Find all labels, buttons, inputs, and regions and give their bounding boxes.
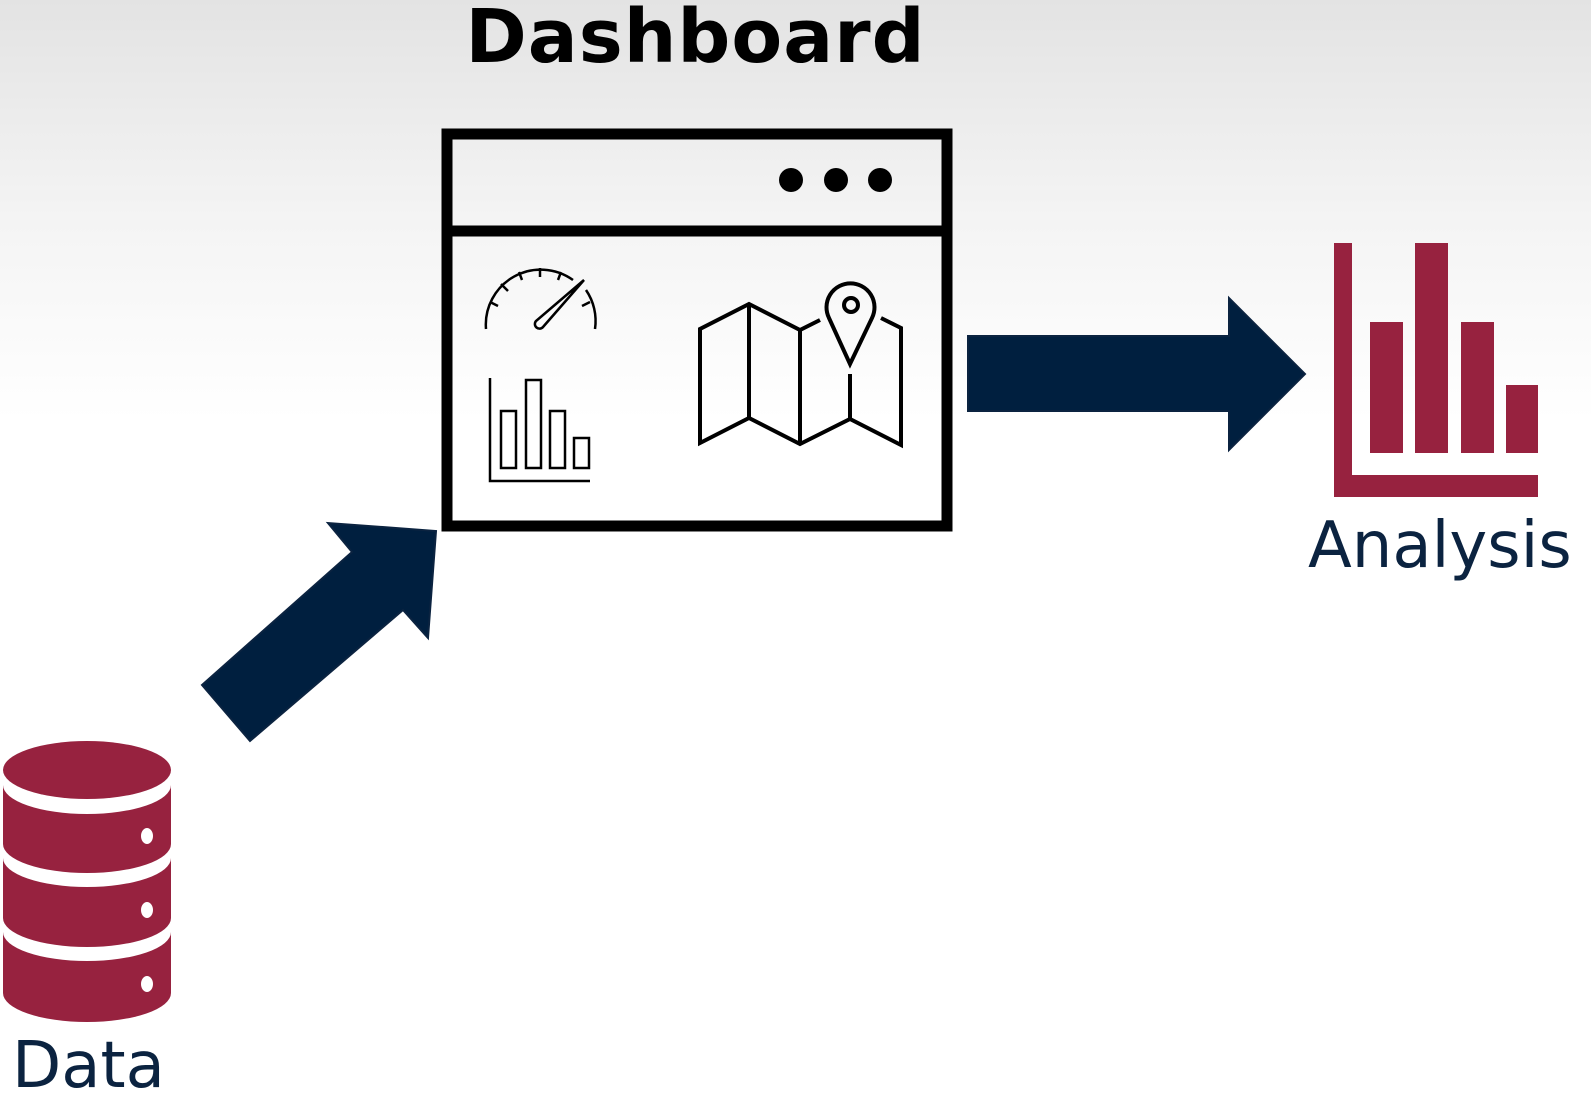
database-icon [3, 741, 171, 1022]
diagram-title: Dashboard [465, 0, 926, 80]
map-pin-icon [698, 281, 903, 449]
bar-chart-icon [1334, 243, 1538, 497]
gauge-icon [484, 268, 597, 330]
data-label: Data [12, 1029, 165, 1103]
dashboard-window-icon [441, 128, 953, 532]
mini-bar-chart-icon [488, 378, 591, 483]
arrow-dashboard-to-analysis [967, 295, 1307, 453]
analysis-label: Analysis [1308, 509, 1572, 583]
arrow-data-to-dashboard [200, 521, 438, 743]
